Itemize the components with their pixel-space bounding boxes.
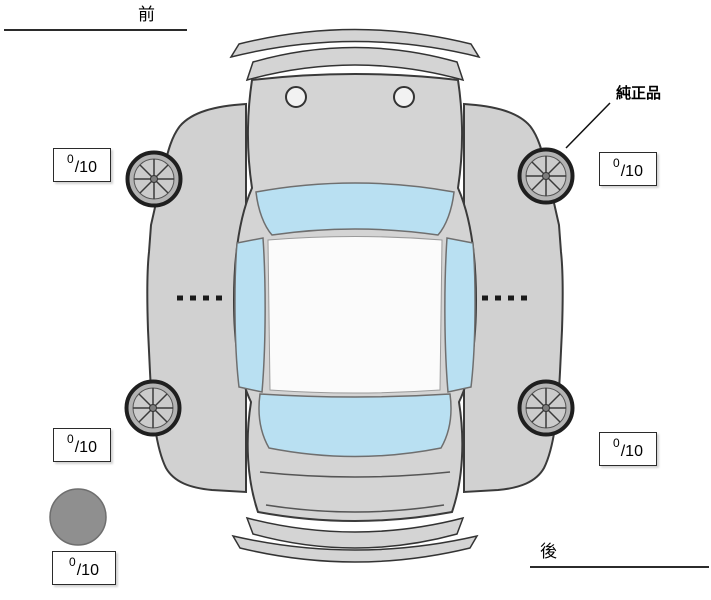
rear-bumper [245,516,465,549]
genuine-part-label: 純正品 [616,85,662,102]
front-label: 前 [138,5,155,24]
trunk-line-lower [265,504,445,513]
windshield-glass [255,182,455,236]
tread-score-front-left-max: /10 [74,159,97,176]
tread-score-spare-max: /10 [76,562,99,579]
wheel-rear-left [124,379,182,437]
rear-underline [530,566,709,568]
hood-circle-left [285,86,307,108]
trunk-line-upper [259,471,451,478]
roof-panel [267,236,443,394]
wheel-front-right [517,147,575,205]
rear-label: 後 [540,542,557,561]
hood-circle-right [393,86,415,108]
tread-score-rear-right: 0 /10 [599,432,657,466]
front-spoiler [229,28,481,59]
tread-score-spare-value: 0 [69,555,76,569]
spare-tire [49,488,107,546]
rear-window-glass [258,393,452,458]
tread-score-front-right: 0 /10 [599,152,657,186]
front-underline [4,29,187,31]
tread-score-rear-right-max: /10 [620,443,643,460]
tread-score-rear-left: 0 /10 [53,428,111,462]
left-side-window-glass [234,237,266,393]
tread-score-front-right-value: 0 [613,156,620,170]
genuine-part-leader-line [565,102,611,149]
tread-score-rear-right-value: 0 [613,436,620,450]
tread-score-front-right-max: /10 [620,163,643,180]
tread-score-rear-left-value: 0 [67,432,74,446]
tread-score-front-left: 0 /10 [53,148,111,182]
tread-score-rear-left-max: /10 [74,439,97,456]
tread-score-spare: 0 /10 [52,551,116,585]
wheel-front-left [125,150,183,208]
wheel-rear-right [517,379,575,437]
right-side-window-glass [444,237,476,393]
tread-score-front-left-value: 0 [67,152,74,166]
rear-valance [231,534,479,563]
front-bumper [245,46,465,82]
